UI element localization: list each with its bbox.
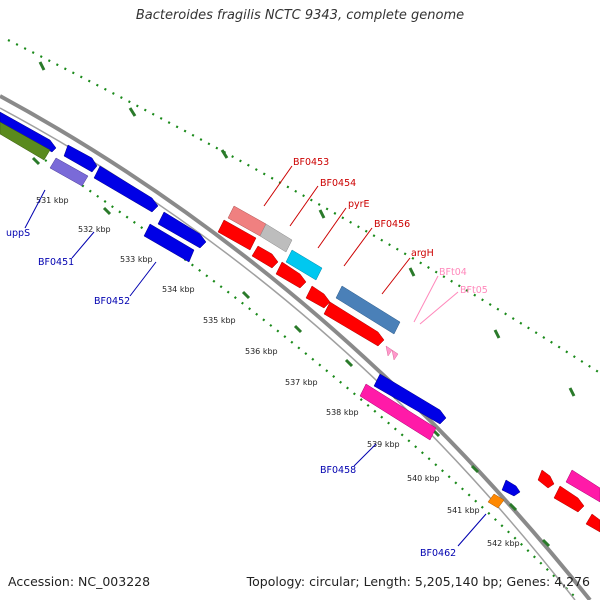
leader-line <box>413 275 439 323</box>
tick-label: 531 kbp <box>36 196 69 205</box>
tick-label: 535 kbp <box>203 316 236 325</box>
genome-backbone <box>0 94 592 600</box>
gene-arrow[interactable] <box>487 493 505 509</box>
tick-label: 542 kbp <box>487 539 520 548</box>
gene-label-bf0453[interactable]: BF0453 <box>293 157 329 168</box>
gene-arrow[interactable] <box>585 513 600 533</box>
gene-arrow[interactable] <box>217 219 257 251</box>
tick-label: 537 kbp <box>285 378 318 387</box>
gene-label-bf0454[interactable]: BF0454 <box>320 178 356 189</box>
tick-label: 533 kbp <box>120 255 153 264</box>
leader-line <box>263 165 293 207</box>
gene-label-argh[interactable]: argH <box>411 248 434 259</box>
gene-arrow[interactable] <box>259 223 293 253</box>
gene-arrow[interactable] <box>537 469 555 489</box>
gene-arrow[interactable] <box>565 469 600 503</box>
tick-label: 541 kbp <box>447 506 480 515</box>
gene-arrow[interactable] <box>49 157 89 187</box>
leader-line <box>24 189 46 229</box>
gene-arrow[interactable] <box>0 111 57 153</box>
gene-arrow[interactable] <box>93 165 159 213</box>
gene-arrow[interactable] <box>385 345 393 357</box>
gene-arrow[interactable] <box>0 121 51 161</box>
gene-arrow[interactable] <box>501 479 521 497</box>
gene-label-pyre[interactable]: pyrE <box>348 199 370 210</box>
gene-arrow[interactable] <box>373 373 447 425</box>
genome-backbone-inner <box>0 107 576 600</box>
gene-label-bft05[interactable]: BFt05 <box>460 285 488 296</box>
gene-arrow[interactable] <box>335 285 401 335</box>
map-title: Bacteroides fragilis NCTC 9343, complete… <box>135 8 465 23</box>
leader-line <box>381 257 411 295</box>
gene-arrow[interactable] <box>157 211 207 249</box>
gene-arrow[interactable] <box>305 285 331 309</box>
gene-label-bf0462[interactable]: BF0462 <box>420 548 456 559</box>
gene-arrow[interactable] <box>553 485 585 513</box>
gene-arrow[interactable] <box>275 261 307 289</box>
gene-label-bf0451[interactable]: BF0451 <box>38 257 74 268</box>
gene-arrow[interactable] <box>285 249 323 281</box>
outer-tick-marks <box>38 61 576 397</box>
gene-arrow[interactable] <box>63 144 98 173</box>
leader-line <box>343 227 373 267</box>
gene-arrow[interactable] <box>143 223 195 263</box>
tick-label: 532 kbp <box>78 225 111 234</box>
inner-tick-marks <box>31 156 551 548</box>
gene-label-upps[interactable]: uppS <box>6 228 30 239</box>
leader-line <box>71 231 95 259</box>
leader-line <box>289 185 319 227</box>
gene-label-bf0458[interactable]: BF0458 <box>320 465 356 476</box>
gene-arrow[interactable] <box>251 245 279 269</box>
tick-label: 534 kbp <box>162 285 195 294</box>
genome-summary: Topology: circular; Length: 5,205,140 bp… <box>246 574 590 589</box>
leader-line <box>457 513 487 547</box>
tick-label: 540 kbp <box>407 474 440 483</box>
leader-line <box>317 207 347 249</box>
tick-label: 539 kbp <box>367 440 400 449</box>
tick-label: 538 kbp <box>326 408 359 417</box>
inner-grid-line <box>0 129 579 600</box>
leader-line <box>129 261 157 297</box>
leader-line <box>353 443 377 467</box>
gene-arrow[interactable] <box>323 301 385 347</box>
gene-arrow[interactable] <box>359 383 437 441</box>
gene-label-bf0452[interactable]: BF0452 <box>94 296 130 307</box>
leader-line <box>419 291 459 325</box>
gene-label-bf0456[interactable]: BF0456 <box>374 219 410 230</box>
tick-label: 536 kbp <box>245 347 278 356</box>
gene-arrow[interactable] <box>391 349 399 361</box>
accession-text: Accession: NC_003228 <box>8 574 151 589</box>
gene-label-bft04[interactable]: BFt04 <box>439 267 467 278</box>
